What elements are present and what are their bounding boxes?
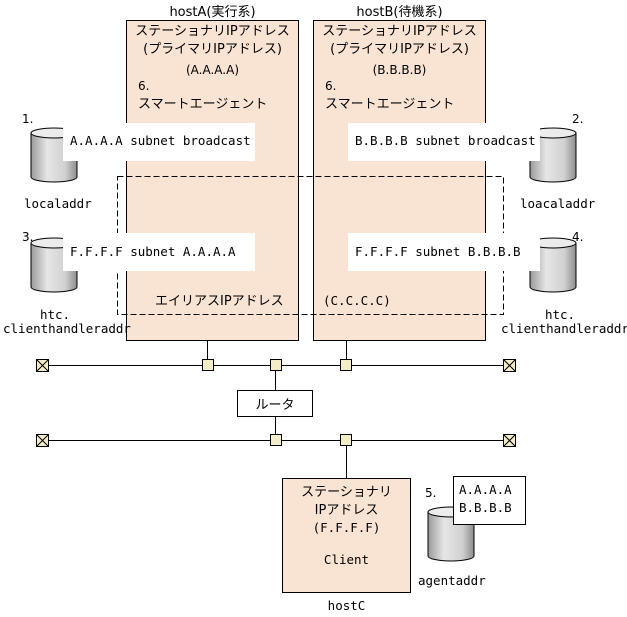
route-entry-1-box	[63, 123, 255, 161]
hostC-ip-label: ステーショナリ	[301, 485, 392, 500]
route-entry-1: A.A.A.A subnet broadcast	[70, 133, 251, 148]
file-3-number: 3.	[22, 230, 34, 244]
hostB-node	[340, 359, 352, 371]
route-entry-2-box	[348, 123, 540, 161]
file-4-name-prefix: htc.	[544, 307, 576, 322]
file-2-name: loacaladdr	[520, 196, 596, 211]
file-1-number: 1.	[22, 112, 34, 126]
alias-ip-value: (C.C.C.C)	[323, 293, 391, 308]
hostB-title: hostB(待機系)	[356, 5, 443, 20]
agentaddr-content-box	[453, 476, 526, 525]
hostB-ip-label: ステーショナリIPアドレス	[322, 24, 477, 39]
hostB-box	[313, 20, 486, 341]
router-label: ルータ	[255, 398, 295, 413]
hostC-ip-value: (F.F.F.F)	[312, 520, 381, 535]
file-1-name: localaddr	[24, 196, 92, 211]
hostB-smart-agent: スマートエージェント	[325, 97, 455, 112]
database-icon	[529, 237, 577, 293]
file-4-number: 4.	[572, 230, 584, 244]
hostA-ip-value: (A.A.A.A)	[185, 63, 239, 77]
route-entry-3-box	[63, 233, 255, 271]
file-3-name: clienthandleraddr	[3, 321, 131, 336]
alias-ip-label: エイリアスIPアドレス	[155, 294, 284, 309]
router-upper-node	[270, 359, 282, 371]
file-4-name: clienthandleraddr	[501, 321, 627, 336]
file-5-name: agentaddr	[418, 573, 486, 588]
file-5-number: 5.	[425, 486, 437, 500]
hostB-agent-number: 6.	[325, 79, 337, 93]
terminator-icon	[36, 359, 49, 372]
hostB-ip-value: (B.B.B.B)	[372, 63, 427, 77]
hostA-box	[126, 20, 299, 341]
hostA-node	[202, 359, 214, 371]
hostC-ip-label-2: IPアドレス	[314, 503, 379, 518]
router-box: ルータ	[237, 390, 313, 417]
hostA-agent-number: 6.	[138, 79, 150, 93]
route-entry-2: B.B.B.B subnet broadcast	[355, 133, 536, 148]
router-lower-node	[270, 434, 282, 446]
terminator-icon	[503, 359, 516, 372]
file-3-name-prefix: htc.	[39, 307, 71, 322]
hostA-smart-agent: スマートエージェント	[138, 97, 268, 112]
hostC-box	[282, 478, 411, 593]
terminator-icon	[36, 434, 49, 447]
hostC-node	[340, 434, 352, 446]
route-entry-4-box	[348, 233, 540, 271]
hostC-client: Client	[323, 552, 370, 567]
terminator-icon	[503, 434, 516, 447]
hostA-title: hostA(実行系)	[169, 5, 256, 20]
route-entry-4: F.F.F.F subnet B.B.B.B	[355, 244, 521, 259]
database-icon	[529, 127, 577, 183]
hostB-ip-label-2: (プライマリIPアドレス)	[330, 42, 469, 57]
route-entry-3: F.F.F.F subnet A.A.A.A	[70, 244, 236, 259]
agentaddr-entry-1: A.A.A.A	[459, 482, 512, 497]
hostA-ip-label-2: (プライマリIPアドレス)	[143, 42, 282, 57]
hostA-ip-label: ステーショナリIPアドレス	[135, 24, 290, 39]
file-2-number: 2.	[572, 112, 584, 126]
agentaddr-entry-2: B.B.B.B	[459, 500, 512, 515]
hostC-name: hostC	[327, 598, 366, 613]
